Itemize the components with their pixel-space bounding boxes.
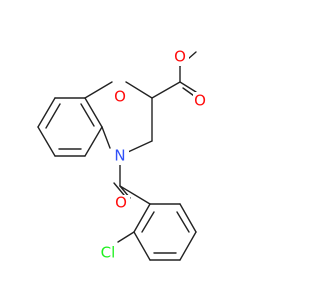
bond [45, 103, 61, 129]
bond [119, 185, 151, 205]
bond [133, 203, 151, 233]
bond [37, 97, 56, 128]
bond [84, 81, 113, 99]
atom-n-ring: N [114, 147, 125, 165]
atom-o-ester: O [174, 48, 186, 66]
bond [101, 126, 111, 149]
bond [113, 182, 125, 196]
chlorobenzoyl [113, 162, 197, 261]
oxazine-ring [84, 81, 153, 153]
atom-cl: Cl [101, 244, 116, 262]
bond [179, 231, 197, 261]
atom-o-amide: O [115, 194, 127, 212]
bond [141, 211, 155, 233]
bond [176, 211, 190, 233]
bond [151, 81, 181, 99]
bond [80, 103, 95, 127]
atom-o-carbonyl-ester: O [194, 92, 206, 110]
bond [127, 140, 153, 153]
molecule-structure: O N O O O Cl [37, 47, 211, 262]
atom-o-ring: O [114, 88, 126, 106]
bond [179, 81, 197, 93]
bond [179, 203, 197, 233]
bond [84, 126, 103, 157]
bond [133, 231, 151, 261]
benzo-ring [37, 97, 103, 157]
atom-labels: O N O O O Cl [96, 48, 211, 262]
bond [37, 126, 56, 157]
bond [84, 97, 103, 128]
bond [117, 231, 135, 243]
bond [125, 81, 153, 99]
